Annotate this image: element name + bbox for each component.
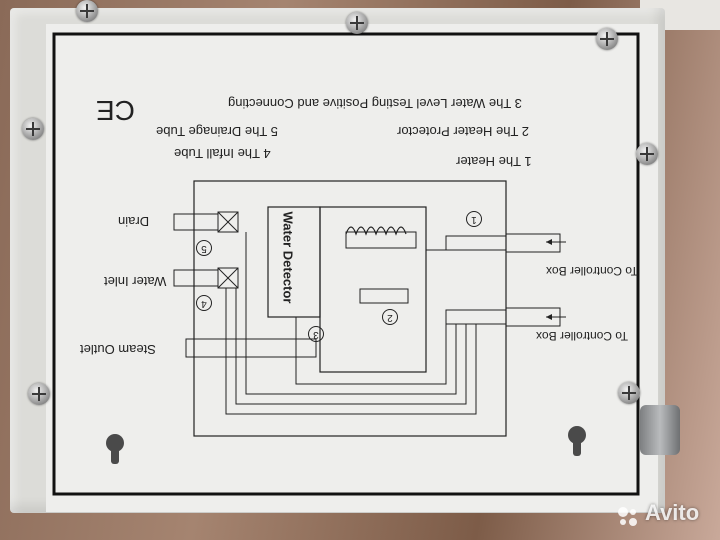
legend-item-5: 5 The Drainage Tube	[156, 124, 278, 139]
screw	[596, 28, 618, 50]
drain-pipe	[173, 213, 219, 231]
marker-2: 2	[382, 309, 398, 325]
diagram-frame	[193, 180, 507, 437]
legend-item-3: 3 The Water Level Testing Positive and C…	[228, 96, 522, 111]
wiring-diagram	[52, 32, 640, 496]
steam-outlet-label: Steam Outlet	[80, 342, 156, 357]
wiring-label: CE 3 The Water Level Testing Positive an…	[46, 24, 658, 512]
legend-text: The Heater	[456, 154, 522, 169]
legend-number: 5	[270, 124, 278, 139]
legend-number: 2	[521, 124, 530, 139]
legend-item-2: 2 The Heater Protector	[397, 124, 529, 139]
water-detector-label: Water Detector	[280, 211, 296, 304]
heater-protector	[359, 288, 409, 304]
screw	[76, 0, 98, 22]
legend-number: 3	[514, 96, 522, 111]
label-border	[52, 32, 640, 496]
to-controller-box-label-1: To Controller Box	[546, 264, 639, 278]
legend-number: 1	[524, 154, 532, 169]
marker-4: 4	[196, 295, 212, 311]
steam-outlet-pipe	[185, 338, 317, 358]
tank-box	[319, 206, 427, 373]
drain-label: Drain	[118, 214, 150, 229]
legend-text: The Drainage Tube	[156, 124, 268, 139]
legend-item-1: 1 The Heater	[456, 154, 532, 169]
legend-text: The Water Level Testing Positive and Con…	[228, 96, 512, 111]
mounting-keyhole	[106, 434, 124, 464]
controller-cable-1	[445, 235, 507, 251]
avito-logo-icon	[618, 507, 637, 526]
marker-1: 1	[466, 211, 482, 227]
steam-generator-panel: CE 3 The Water Level Testing Positive an…	[10, 8, 665, 513]
drain-valve	[217, 211, 239, 233]
wire-b	[235, 288, 467, 405]
wire-d	[295, 317, 447, 385]
legend-number: 4	[263, 146, 271, 161]
screw	[618, 382, 640, 404]
heater-element	[345, 231, 417, 249]
ce-mark: CE	[96, 95, 135, 126]
mounting-keyhole	[568, 426, 586, 456]
marker-5: 5	[196, 240, 212, 256]
screw	[636, 143, 658, 165]
controller-cable-2	[445, 309, 507, 325]
screw	[22, 118, 44, 140]
inlet-pipe	[173, 269, 219, 287]
to-controller-box-label-2: To Controller Box	[536, 329, 629, 343]
screw	[346, 12, 368, 34]
inlet-valve	[217, 267, 239, 289]
wire-a	[225, 288, 477, 415]
legend-text: The Heater Protector	[397, 124, 519, 139]
cable-gland	[640, 405, 680, 455]
marker-3: 3	[308, 326, 324, 342]
legend-item-4: 4 The Infall Tube	[174, 146, 271, 161]
wire-c	[245, 232, 457, 395]
screw	[28, 383, 50, 405]
avito-brand-text: Avito	[645, 500, 700, 525]
legend-text: The Infall Tube	[174, 146, 260, 161]
water-inlet-label: Water Inlet	[104, 274, 167, 289]
heater-coil	[345, 226, 407, 236]
